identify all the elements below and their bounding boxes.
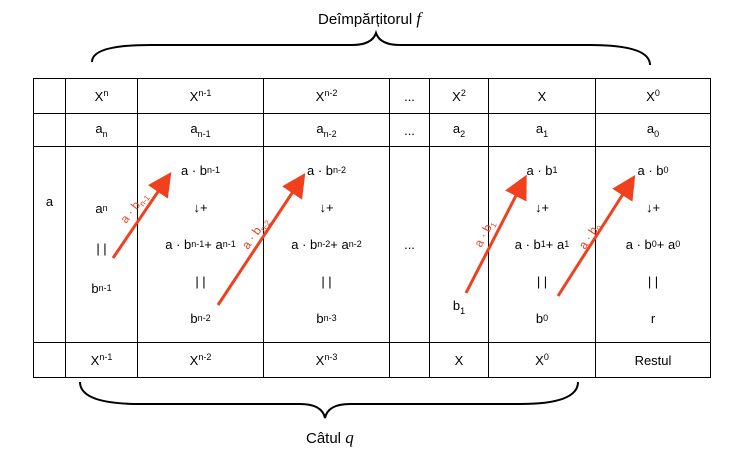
col5-cell: b1 bbox=[429, 146, 489, 343]
col7-bars: | | bbox=[647, 274, 659, 289]
qpower-cell-n-1: Xn-1 bbox=[65, 342, 138, 378]
col6-arrow: ↓+ bbox=[534, 200, 550, 215]
left-label-a: a bbox=[45, 194, 54, 209]
power-cell-0: X0 bbox=[595, 78, 711, 114]
col6-bars: | | bbox=[536, 274, 548, 289]
coef-cell-n-2: an-2 bbox=[263, 113, 390, 147]
qpower-cell-n-2: Xn-2 bbox=[137, 342, 264, 378]
top-brace bbox=[91, 29, 651, 66]
col7-arrow: ↓+ bbox=[645, 200, 661, 215]
coef-cell-0: a0 bbox=[595, 113, 711, 147]
coefficients-row: an an-1 an-2 ... a2 a1 a0 bbox=[33, 113, 711, 147]
corner-cell-4 bbox=[33, 342, 66, 378]
col1-bars: | | bbox=[96, 241, 107, 256]
qpower-cell-empty bbox=[389, 342, 430, 378]
qpower-cell-1: X bbox=[429, 342, 489, 378]
col7-r: r bbox=[650, 311, 656, 326]
quotient-variable: q bbox=[345, 428, 354, 447]
qpower-cell-n-3: Xn-3 bbox=[263, 342, 390, 378]
coef-cell-n-1: an-1 bbox=[137, 113, 264, 147]
remainder-cell: Restul bbox=[595, 342, 711, 378]
col3-bars: | | bbox=[321, 274, 332, 289]
quotient-title: Câtul q bbox=[306, 428, 354, 448]
coef-cell-dots: ... bbox=[389, 113, 430, 147]
power-cell-dots: ... bbox=[389, 78, 430, 114]
power-cell-n-1: Xn-1 bbox=[137, 78, 264, 114]
quotient-powers-row: Xn-1 Xn-2 Xn-3 X X0 Restul bbox=[33, 342, 711, 378]
coef-cell-1: a1 bbox=[488, 113, 596, 147]
left-label-cell: a bbox=[33, 146, 66, 343]
corner-cell-2 bbox=[33, 113, 66, 147]
corner-cell bbox=[33, 78, 66, 114]
col2-bars: | | bbox=[195, 274, 206, 289]
col5-b: b1 bbox=[452, 298, 466, 316]
coef-cell-2: a2 bbox=[429, 113, 489, 147]
col2-arrow: ↓+ bbox=[193, 200, 208, 215]
col3-arrow: ↓+ bbox=[319, 200, 334, 215]
divisor-title-text: Deîmpărțitorul bbox=[318, 11, 413, 28]
power-cell-2: X2 bbox=[429, 78, 489, 114]
quotient-title-text: Câtul bbox=[306, 430, 342, 447]
power-cell-n-2: Xn-2 bbox=[263, 78, 390, 114]
coef-cell-n: an bbox=[65, 113, 138, 147]
col4-dots-cell: ... bbox=[389, 146, 430, 343]
horner-table: Xn Xn-1 Xn-2 ... X2 X X0 an an-1 an-2 ..… bbox=[33, 78, 711, 378]
power-cell-n: Xn bbox=[65, 78, 138, 114]
divisor-variable: f bbox=[416, 9, 422, 28]
qpower-cell-0: X0 bbox=[488, 342, 596, 378]
powers-row: Xn Xn-1 Xn-2 ... X2 X X0 bbox=[33, 78, 711, 114]
divisor-title: Deîmpărțitorul f bbox=[318, 9, 421, 29]
bottom-brace bbox=[79, 381, 579, 419]
power-cell-1: X bbox=[488, 78, 596, 114]
